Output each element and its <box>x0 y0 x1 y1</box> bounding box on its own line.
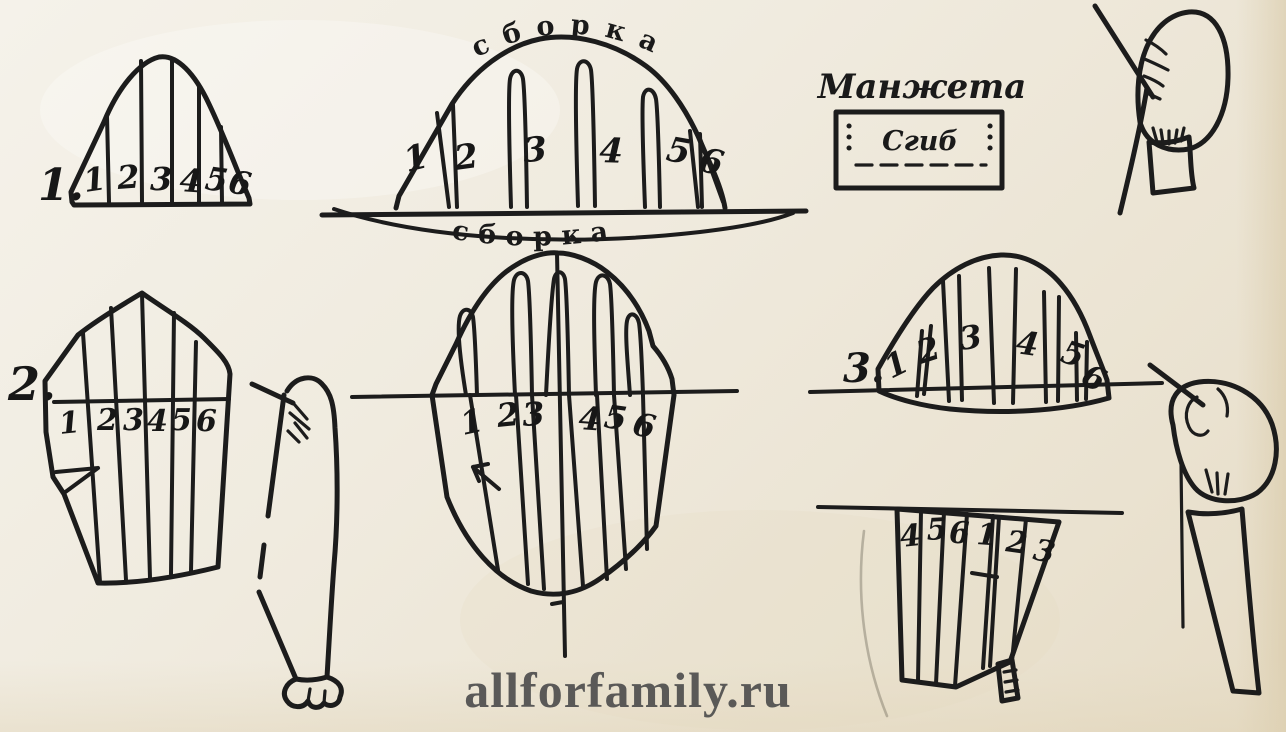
cuff-title: Манжета <box>817 67 1026 107</box>
piece-number: 4 <box>599 131 624 172</box>
background-sketch-curve <box>859 529 889 718</box>
piece-number: 5 <box>1057 332 1090 375</box>
spread-cap-outline <box>429 250 677 398</box>
shoulder-gather-marks <box>286 402 311 444</box>
sleeve2-waist-line <box>52 397 231 404</box>
piece-number: 2 <box>1003 524 1030 562</box>
sleeve-outline <box>284 375 340 680</box>
piece-number: 1 <box>57 405 81 442</box>
watermark-text: allforfamily.ru <box>464 662 791 718</box>
puff-fold-strokes <box>1184 387 1230 437</box>
foot-hatch-marks <box>1002 668 1020 694</box>
step3-fanned-cap: 3. 1 2 3 4 5 6 <box>808 252 1164 414</box>
spread-cut-lines <box>435 59 725 209</box>
base-line <box>808 381 1164 394</box>
strip1-foot <box>995 657 1021 704</box>
underarm-seam <box>256 392 299 682</box>
cap1-outline <box>68 54 253 208</box>
forearm-band <box>1185 506 1262 696</box>
cap1-slash-lines <box>105 57 224 204</box>
piece-number: 2 <box>494 395 521 435</box>
piece-number: 4 <box>577 399 602 438</box>
piece-number: 2 <box>96 403 118 438</box>
dart-arrow <box>471 462 501 491</box>
cuff-band-sketch <box>1146 134 1197 196</box>
cap3-outline <box>875 252 1112 414</box>
piece-number: 6 <box>949 516 970 551</box>
gathering-label-bottom: сборка <box>450 214 610 252</box>
upper-cut-slots <box>456 270 645 397</box>
step2-numbered-sleeve: 2. 1 2 3 4 5 6 <box>7 290 233 586</box>
cuff-stitch-dots <box>846 123 993 151</box>
outer-seam-line <box>1179 460 1185 629</box>
gather-bottom-text-holder: сборка <box>450 214 620 252</box>
puff-shading-strokes <box>1140 38 1170 101</box>
step2-label: 2. <box>7 357 56 411</box>
arm-line <box>1117 85 1150 216</box>
piece-number: 2 <box>911 329 945 372</box>
piece-number: 3 <box>150 160 172 198</box>
piece-number: 3 <box>522 129 548 171</box>
piece-number: 2 <box>115 158 141 198</box>
piece-number: 5 <box>926 512 949 548</box>
cuff-piece: Манжета Сгиб <box>817 67 1026 191</box>
piece-number: 6 <box>196 404 217 439</box>
grain-line <box>550 251 567 658</box>
lower-spread-outline <box>894 506 1062 690</box>
shoulder-line <box>1092 3 1156 100</box>
piece-number: 1 <box>975 517 998 553</box>
gather-marks <box>1204 468 1230 496</box>
cuff-fold-label: Сгиб <box>882 126 958 157</box>
fitted-sleeve-sketch <box>249 375 344 710</box>
cuff-rectangle <box>833 109 1005 191</box>
puff-sleeve-sketch <box>1092 3 1231 216</box>
lower-sleeve-spread: 4 5 6 1 2 3 <box>816 505 1124 718</box>
fan-cut-lines <box>916 509 1028 688</box>
sleeve2-outline <box>42 290 233 586</box>
piece-number: 3 <box>957 317 984 358</box>
step2-spread-sleeve: 1 2 3 4 5 6 <box>350 250 739 658</box>
shoulder-line <box>249 381 296 406</box>
piece-number: 3 <box>1030 533 1058 572</box>
piece-number: 4 <box>898 518 922 555</box>
piece-number: 3 <box>123 403 144 438</box>
piece-number: 4 <box>178 161 203 200</box>
finger-lines <box>306 687 327 705</box>
piece-number: 5 <box>171 403 192 438</box>
cap3-cut-lines <box>915 266 1089 405</box>
piece-number: 6 <box>629 405 659 447</box>
base-line <box>816 505 1124 515</box>
spread-baseline <box>319 208 809 218</box>
paper-bottom-shadow <box>0 660 1286 732</box>
piece-number: 4 <box>1014 323 1041 364</box>
piece-number: 1 <box>81 159 108 200</box>
piece-number: 1 <box>457 401 487 443</box>
lower-cut-lines <box>468 393 649 591</box>
puff-outline <box>1135 9 1231 153</box>
piece-number: 4 <box>147 404 168 439</box>
puff-gather-marks <box>1151 126 1186 146</box>
spread-skirt-outline <box>429 392 677 597</box>
puff-top-fitted-sleeve-sketch <box>1147 362 1279 696</box>
piece-number: 5 <box>203 159 230 200</box>
sleeve2-slash-lines <box>81 292 198 584</box>
piece-number: 2 <box>451 136 481 179</box>
piece-number: 5 <box>663 129 693 173</box>
piece-number: 3 <box>521 395 546 434</box>
puff-outline <box>1168 378 1279 504</box>
paper-edge-shadow <box>1236 0 1286 732</box>
strip1-tick <box>970 571 999 579</box>
paper-blotch <box>460 510 1060 730</box>
piece-number: 5 <box>602 397 629 438</box>
step1-numbered-cap: 1. 1 2 3 4 5 6 <box>38 54 254 211</box>
gathered-lower-edge <box>332 207 795 242</box>
